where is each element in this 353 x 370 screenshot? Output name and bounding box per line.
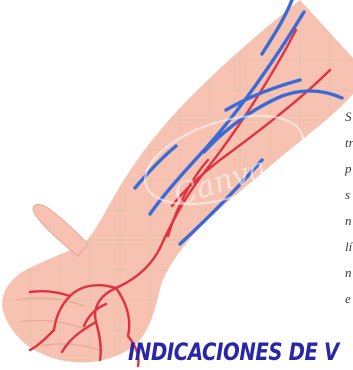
side-text-line: p xyxy=(345,158,353,184)
side-text-line: tr xyxy=(345,132,353,158)
side-paragraph: S tr p s n lí n e xyxy=(345,106,353,314)
side-text-line: n xyxy=(345,210,353,236)
side-text-line: lí xyxy=(345,236,353,262)
side-text-line: s xyxy=(345,184,353,210)
section-heading: INDICACIONES DE V xyxy=(128,338,339,366)
side-text-line: e xyxy=(345,288,353,314)
side-text-line: S xyxy=(345,106,353,132)
side-text-line: n xyxy=(345,262,353,288)
